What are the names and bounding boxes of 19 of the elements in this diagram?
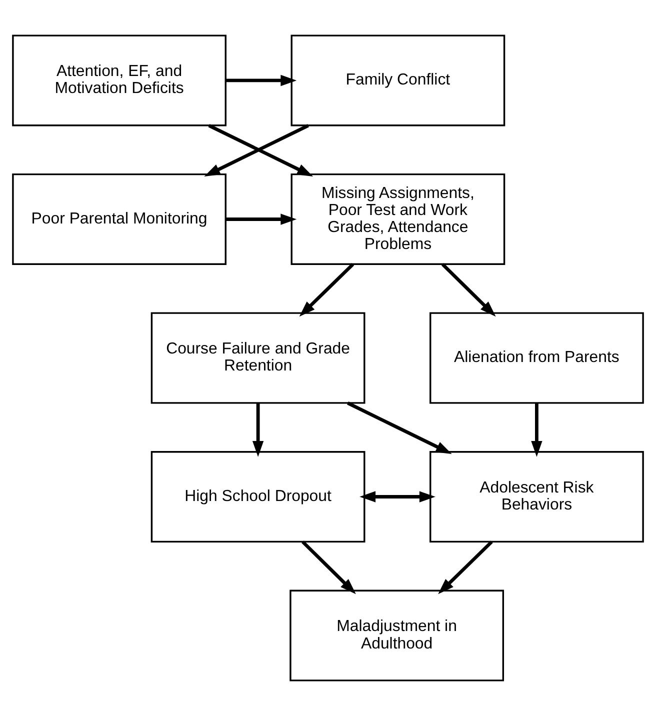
arrow: [347, 402, 452, 454]
node-box: Maladjustment in Adulthood: [290, 590, 504, 682]
node-box: Attention, EF, and Motivation Deficits: [12, 34, 226, 126]
node-box: Adolescent Risk Behaviors: [430, 450, 644, 543]
node-box: High School Dropout: [150, 450, 366, 543]
arrow: [438, 540, 493, 594]
node-box: Alienation from Parents: [430, 312, 644, 404]
node-box: Poor Parental Monitoring: [12, 173, 226, 266]
node-box: Family Conflict: [290, 34, 506, 126]
arrow: [299, 263, 354, 317]
node-box: Missing Assignments, Poor Test and Work Grades, Attendance Problems: [290, 173, 506, 266]
arrow: [252, 403, 264, 457]
arrow: [226, 214, 297, 225]
node-box: Course Failure and Grade Retention: [150, 312, 366, 404]
arrow: [441, 263, 496, 317]
arrow: [531, 403, 542, 457]
arrow: [302, 540, 356, 594]
arrow: [226, 74, 297, 86]
arrow: [360, 491, 436, 502]
